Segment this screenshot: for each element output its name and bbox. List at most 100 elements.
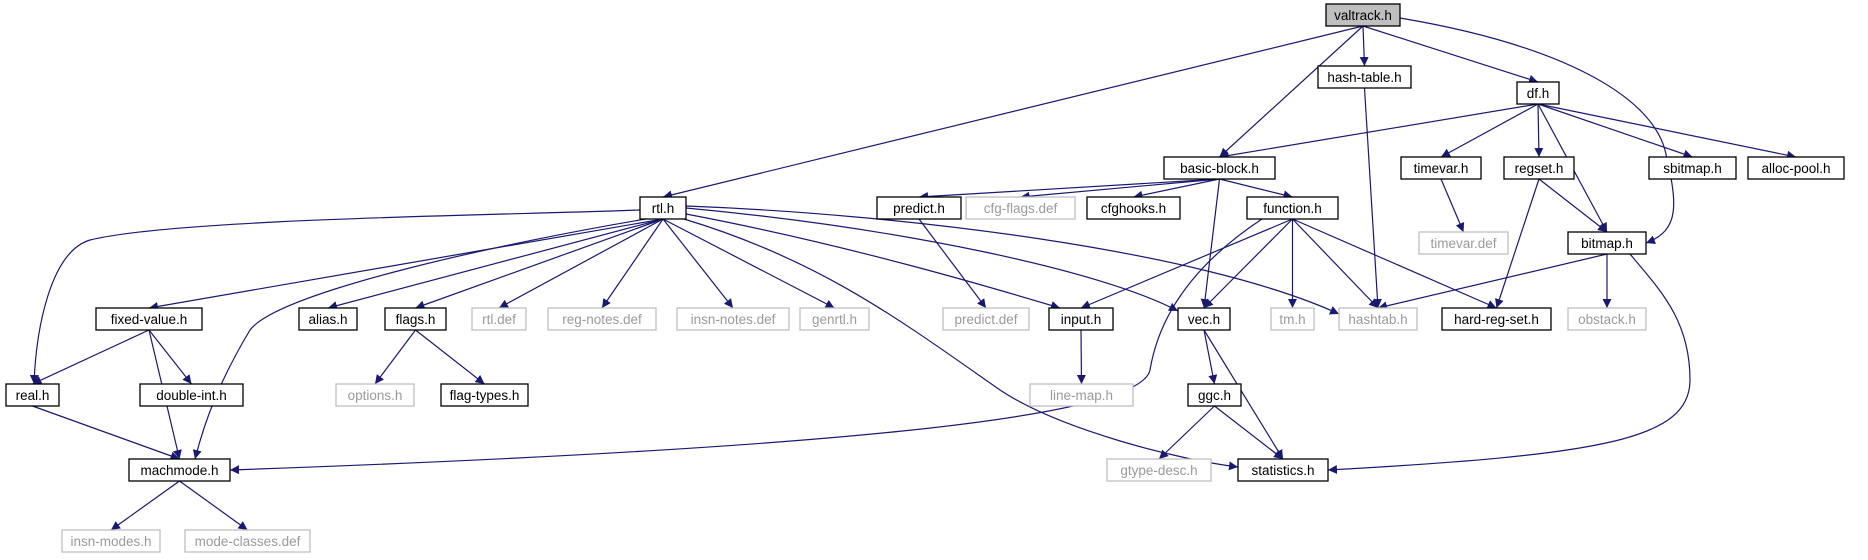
node-box [799, 307, 870, 331]
node-timevar[interactable]: timevar.h [1400, 156, 1482, 180]
node-label: df.h [1527, 86, 1550, 101]
node-flag-types[interactable]: flag-types.h [440, 383, 529, 407]
node-box [942, 307, 1030, 331]
node-timevar-def: timevar.def [1418, 231, 1509, 255]
node-label: ggc.h [1198, 388, 1231, 403]
edge-rtl-to-genrtl [662, 218, 835, 309]
edge-flags-to-flag_types [415, 329, 485, 385]
node-predict-h[interactable]: predict.h [876, 196, 962, 220]
node-label: gtype-desc.h [1120, 463, 1197, 478]
node-hash-table[interactable]: hash-table.h [1317, 65, 1412, 89]
node-box [1648, 156, 1737, 180]
node-hashtab: hashtab.h [1338, 307, 1418, 331]
node-label: hard-reg-set.h [1454, 312, 1539, 327]
node-gtype-desc: gtype-desc.h [1106, 458, 1212, 482]
node-box [1325, 3, 1401, 27]
node-fixed-value[interactable]: fixed-value.h [95, 307, 203, 331]
node-box [5, 383, 60, 407]
node-basic-block[interactable]: basic-block.h [1163, 156, 1276, 180]
edge-function-to-machmode [229, 218, 1263, 475]
edge-rtl-to-input [685, 213, 1061, 310]
edge-timevar-to-timevar_def [1440, 178, 1465, 233]
edge-vec-to-statistics [1203, 329, 1284, 460]
edge-rtl-to-fixed_value [148, 218, 664, 311]
node-label: bitmap.h [1581, 236, 1633, 251]
node-label: cfg-flags.def [984, 201, 1058, 216]
node-tm: tm.h [1270, 307, 1315, 331]
node-alias[interactable]: alias.h [298, 307, 358, 331]
node-label: vec.h [1188, 312, 1220, 327]
node-box [876, 196, 962, 220]
node-label: cfghooks.h [1101, 201, 1166, 216]
node-box [335, 383, 415, 407]
node-bitmap[interactable]: bitmap.h [1567, 231, 1647, 255]
node-flags[interactable]: flags.h [384, 307, 447, 331]
node-box [1270, 307, 1315, 331]
node-label: alias.h [308, 312, 347, 327]
node-genrtl: genrtl.h [799, 307, 870, 331]
node-box [676, 307, 790, 331]
node-label: predict.def [954, 312, 1017, 327]
edge-valtrack-to-hash_table [1359, 25, 1369, 67]
edge-df-to-timevar [1440, 103, 1539, 158]
node-rtl[interactable]: rtl.h [639, 196, 687, 220]
node-rtl-def: rtl.def [471, 307, 527, 331]
node-real[interactable]: real.h [5, 383, 60, 407]
edge-basic_block-to-predict_h [918, 178, 1220, 201]
node-double-int[interactable]: double-int.h [139, 383, 244, 407]
node-function[interactable]: function.h [1246, 196, 1339, 220]
node-predict-def: predict.def [942, 307, 1030, 331]
node-input[interactable]: input.h [1048, 307, 1114, 331]
edge-function-to-input [1080, 218, 1293, 309]
node-box [128, 458, 231, 482]
node-alloc-pool[interactable]: alloc-pool.h [1747, 156, 1845, 180]
node-box [1163, 156, 1276, 180]
node-obstack: obstack.h [1567, 307, 1647, 331]
edge-machmode-to-insn_modes [110, 480, 180, 531]
node-sbitmap[interactable]: sbitmap.h [1648, 156, 1737, 180]
edge-real-to-machmode [32, 405, 180, 461]
edge-bitmap-to-hashtab [1377, 253, 1608, 311]
node-box [471, 307, 527, 331]
node-hard-reg-set[interactable]: hard-reg-set.h [1441, 307, 1552, 331]
node-label: input.h [1061, 312, 1102, 327]
node-box [1418, 231, 1509, 255]
edge-valtrack-to-basic_block [1219, 25, 1364, 158]
node-df[interactable]: df.h [1516, 81, 1560, 105]
edge-flags-to-options [374, 329, 416, 385]
edge-df-to-alloc_pool [1537, 103, 1797, 160]
node-box [1747, 156, 1845, 180]
node-box [547, 307, 657, 331]
edge-input-to-line_map [1076, 329, 1086, 385]
node-label: valtrack.h [1334, 8, 1392, 23]
node-box [1567, 307, 1647, 331]
node-regset[interactable]: regset.h [1503, 156, 1575, 180]
edge-fixed_value-to-real [32, 329, 150, 385]
node-label: rtl.h [652, 201, 675, 216]
node-label: timevar.h [1414, 161, 1469, 176]
node-label: function.h [1263, 201, 1322, 216]
edge-bitmap-to-statistics [1327, 253, 1691, 474]
node-box [1246, 196, 1339, 220]
node-line-map: line-map.h [1029, 383, 1134, 407]
node-cfghooks[interactable]: cfghooks.h [1086, 196, 1181, 220]
node-box [1441, 307, 1552, 331]
node-label: hashtab.h [1348, 312, 1407, 327]
node-label: hash-table.h [1327, 70, 1401, 85]
node-options: options.h [335, 383, 415, 407]
edge-rtl-to-statistics [683, 218, 1239, 471]
edge-rtl-to-vec [685, 207, 1179, 312]
node-label: rtl.def [482, 312, 516, 327]
edge-rtl-to-hashtab [685, 205, 1340, 315]
node-box [1400, 156, 1482, 180]
node-label: statistics.h [1251, 463, 1314, 478]
node-machmode[interactable]: machmode.h [128, 458, 231, 482]
node-box [440, 383, 529, 407]
node-vec[interactable]: vec.h [1177, 307, 1231, 331]
node-label: flag-types.h [450, 388, 520, 403]
node-label: obstack.h [1578, 312, 1636, 327]
node-valtrack[interactable]: valtrack.h [1325, 3, 1401, 27]
node-ggc[interactable]: ggc.h [1187, 383, 1242, 407]
node-statistics[interactable]: statistics.h [1237, 458, 1329, 482]
node-label: sbitmap.h [1663, 161, 1722, 176]
